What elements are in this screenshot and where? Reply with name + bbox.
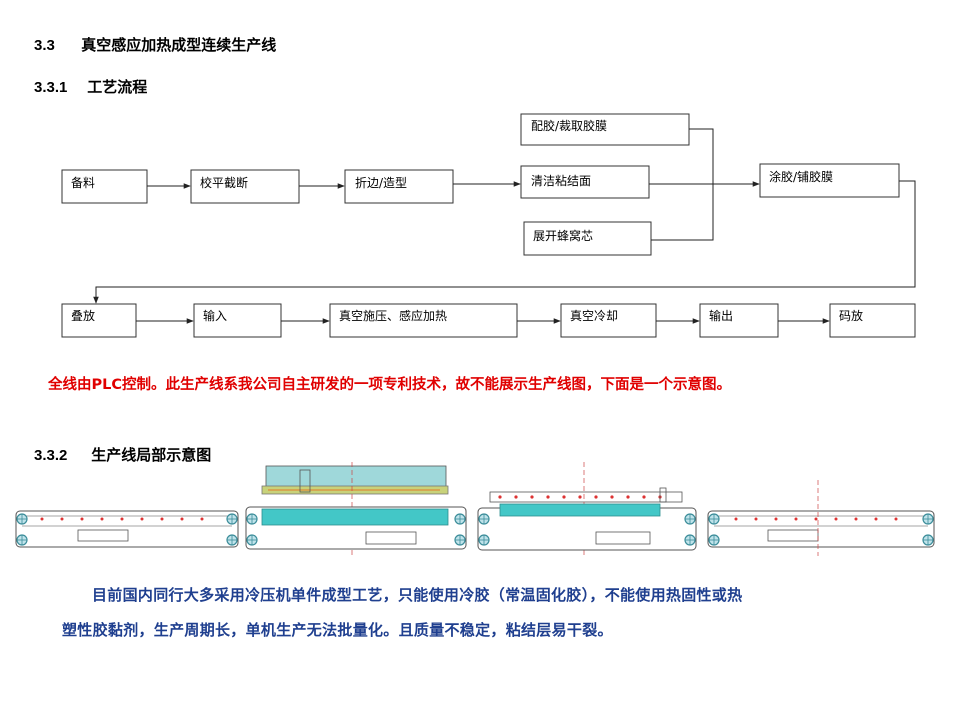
conveyor-section-2	[707, 480, 935, 556]
subsection-diagram-number: 3.3.2	[34, 447, 68, 464]
flow-box-level-cut: 校平截断	[190, 169, 300, 204]
flow-box-label: 展开蜂窝芯	[533, 228, 593, 243]
section-title: 真空感应加热成型连续生产线	[81, 36, 277, 54]
flow-box-vacuum-cool: 真空冷却	[560, 303, 657, 338]
flow-connectors	[93, 128, 916, 324]
flow-box-glue-film: 涂胶/铺胶膜	[759, 163, 900, 198]
flow-box-stack: 叠放	[61, 303, 137, 338]
paragraph-line-1: 目前国内同行大多采用冷压机单件成型工艺，只能使用冷胶（常温固化胶），不能使用热固…	[92, 586, 743, 604]
production-line-schematic	[15, 462, 935, 556]
flow-box-label: 真空冷却	[570, 309, 618, 323]
flow-box-label: 折边/造型	[355, 175, 407, 190]
flow-box-label: 码放	[839, 308, 863, 323]
flow-box-clean: 清洁粘结面	[520, 165, 650, 199]
flow-box-label: 输出	[709, 308, 733, 323]
section-number: 3.3	[34, 37, 55, 54]
section-heading: 3.3 真空感应加热成型连续生产线	[34, 34, 276, 55]
subsection-flow-number: 3.3.1	[34, 79, 68, 96]
subsection-diagram-heading: 3.3.2 生产线局部示意图	[34, 444, 211, 465]
flow-box-honeycomb: 展开蜂窝芯	[523, 221, 652, 256]
process-flow-diagram: 备料 校平截断 折边/造型 配胶/裁取胶膜 清洁粘结面 展开蜂窝芯 涂胶/铺胶膜…	[61, 113, 916, 338]
flow-box-fold-shape: 折边/造型	[344, 169, 454, 204]
vacuum-press-section	[245, 462, 467, 556]
flow-box-label: 校平截断	[200, 175, 248, 190]
conveyor-section-1	[15, 510, 239, 548]
plc-notice: 全线由PLC控制。此生产线系我公司自主研发的一项专利技术，故不能展示生产线图，下…	[48, 377, 732, 393]
subsection-flow-heading: 3.3.1 工艺流程	[34, 76, 147, 97]
flow-box-label: 真空施压、感应加热	[339, 308, 447, 323]
flow-box-vacuum-heat: 真空施压、感应加热	[329, 303, 518, 338]
flow-box-label: 配胶/裁取胶膜	[531, 118, 607, 133]
flow-box-output: 输出	[699, 303, 779, 338]
subsection-diagram-title: 生产线局部示意图	[91, 446, 212, 464]
flow-box-label: 备料	[71, 176, 95, 190]
flow-box-label: 输入	[203, 308, 227, 323]
cooling-section	[477, 462, 697, 556]
flow-box-label: 叠放	[71, 308, 95, 323]
flow-box-prep: 备料	[61, 169, 148, 204]
flow-box-label: 清洁粘结面	[531, 173, 591, 188]
subsection-flow-title: 工艺流程	[87, 78, 148, 96]
flow-box-glue-prep: 配胶/裁取胶膜	[520, 113, 690, 146]
flow-box-input: 输入	[193, 303, 282, 338]
paragraph-line-2: 塑性胶黏剂，生产周期长，单机生产无法批量化。且质量不稳定，粘结层易干裂。	[62, 621, 613, 639]
flow-box-stack-out: 码放	[829, 303, 916, 338]
flow-box-label: 涂胶/铺胶膜	[769, 169, 833, 184]
